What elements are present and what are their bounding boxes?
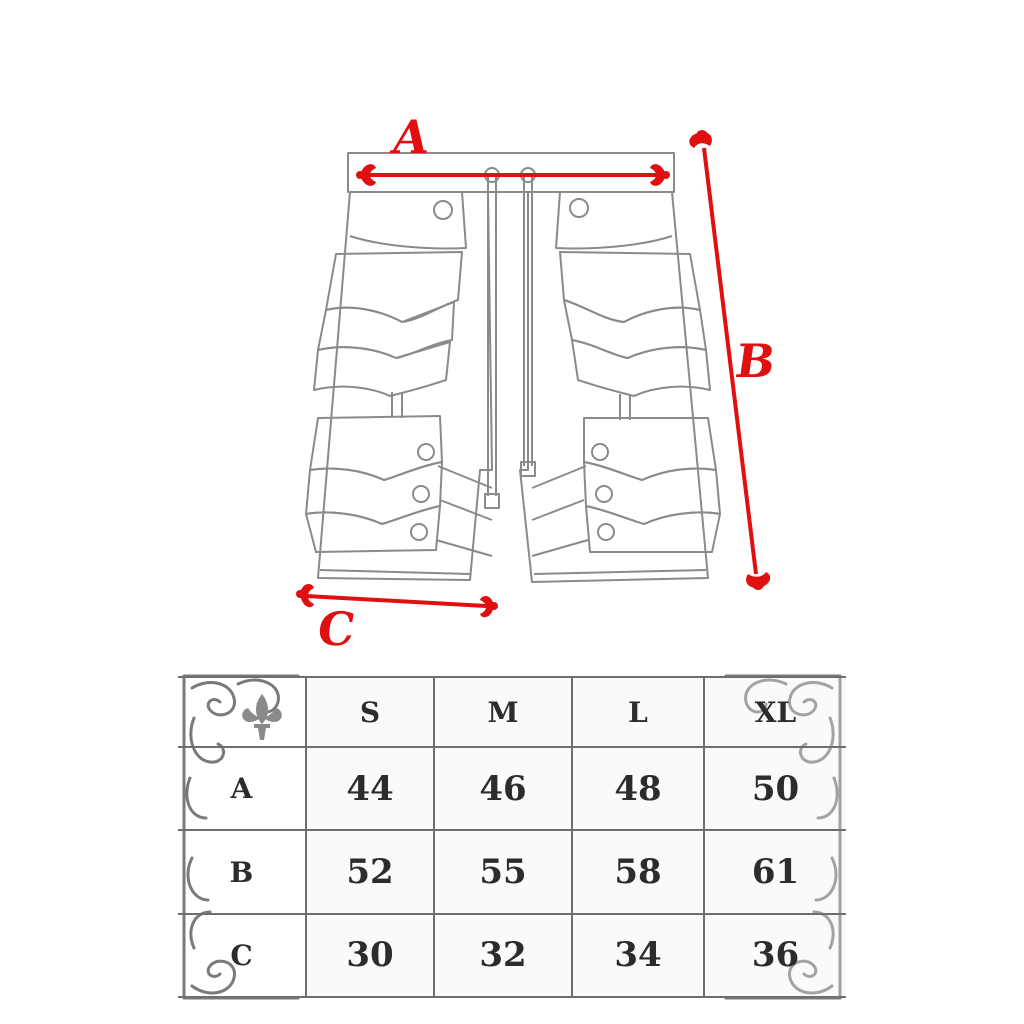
table-header-cell: XL: [703, 675, 846, 749]
table-cell: 44: [305, 746, 435, 832]
table-row-label: C: [178, 912, 307, 999]
table-cell: 32: [433, 912, 573, 999]
table-row: C 30 32 34 36: [178, 912, 846, 999]
shorts-measurement-diagram: [296, 130, 771, 618]
measure-label-b: B: [732, 334, 779, 388]
table-cell: 36: [703, 912, 846, 999]
size-table: S M L XL A 44 46 48 50 B 52 55 58 61 C 3…: [178, 675, 846, 999]
shorts-outline: [305, 152, 721, 583]
table-cell: 34: [571, 912, 705, 999]
measure-line-a: [356, 164, 670, 186]
size-chart: S M L XL A 44 46 48 50 B 52 55 58 61 C 3…: [178, 668, 846, 1008]
table-cell: 52: [305, 829, 435, 915]
table-corner-cell: [178, 675, 307, 749]
table-row-label: B: [178, 829, 307, 915]
table-header-cell: M: [433, 675, 573, 749]
table-cell: 61: [703, 829, 846, 915]
measure-line-c: [296, 584, 498, 618]
table-row-label: A: [178, 746, 307, 832]
table-cell: 50: [703, 746, 846, 832]
table-cell: 48: [571, 746, 705, 832]
table-cell: 58: [571, 829, 705, 915]
measure-line-b: [689, 130, 771, 590]
table-row: A 44 46 48 50: [178, 746, 846, 832]
table-header-row: S M L XL: [178, 675, 846, 749]
table-cell: 46: [433, 746, 573, 832]
table-cell: 30: [305, 912, 435, 999]
measure-label-c: C: [314, 602, 359, 656]
table-header-cell: L: [571, 675, 705, 749]
table-header-cell: S: [305, 675, 435, 749]
table-cell: 55: [433, 829, 573, 915]
table-row: B 52 55 58 61: [178, 829, 846, 915]
